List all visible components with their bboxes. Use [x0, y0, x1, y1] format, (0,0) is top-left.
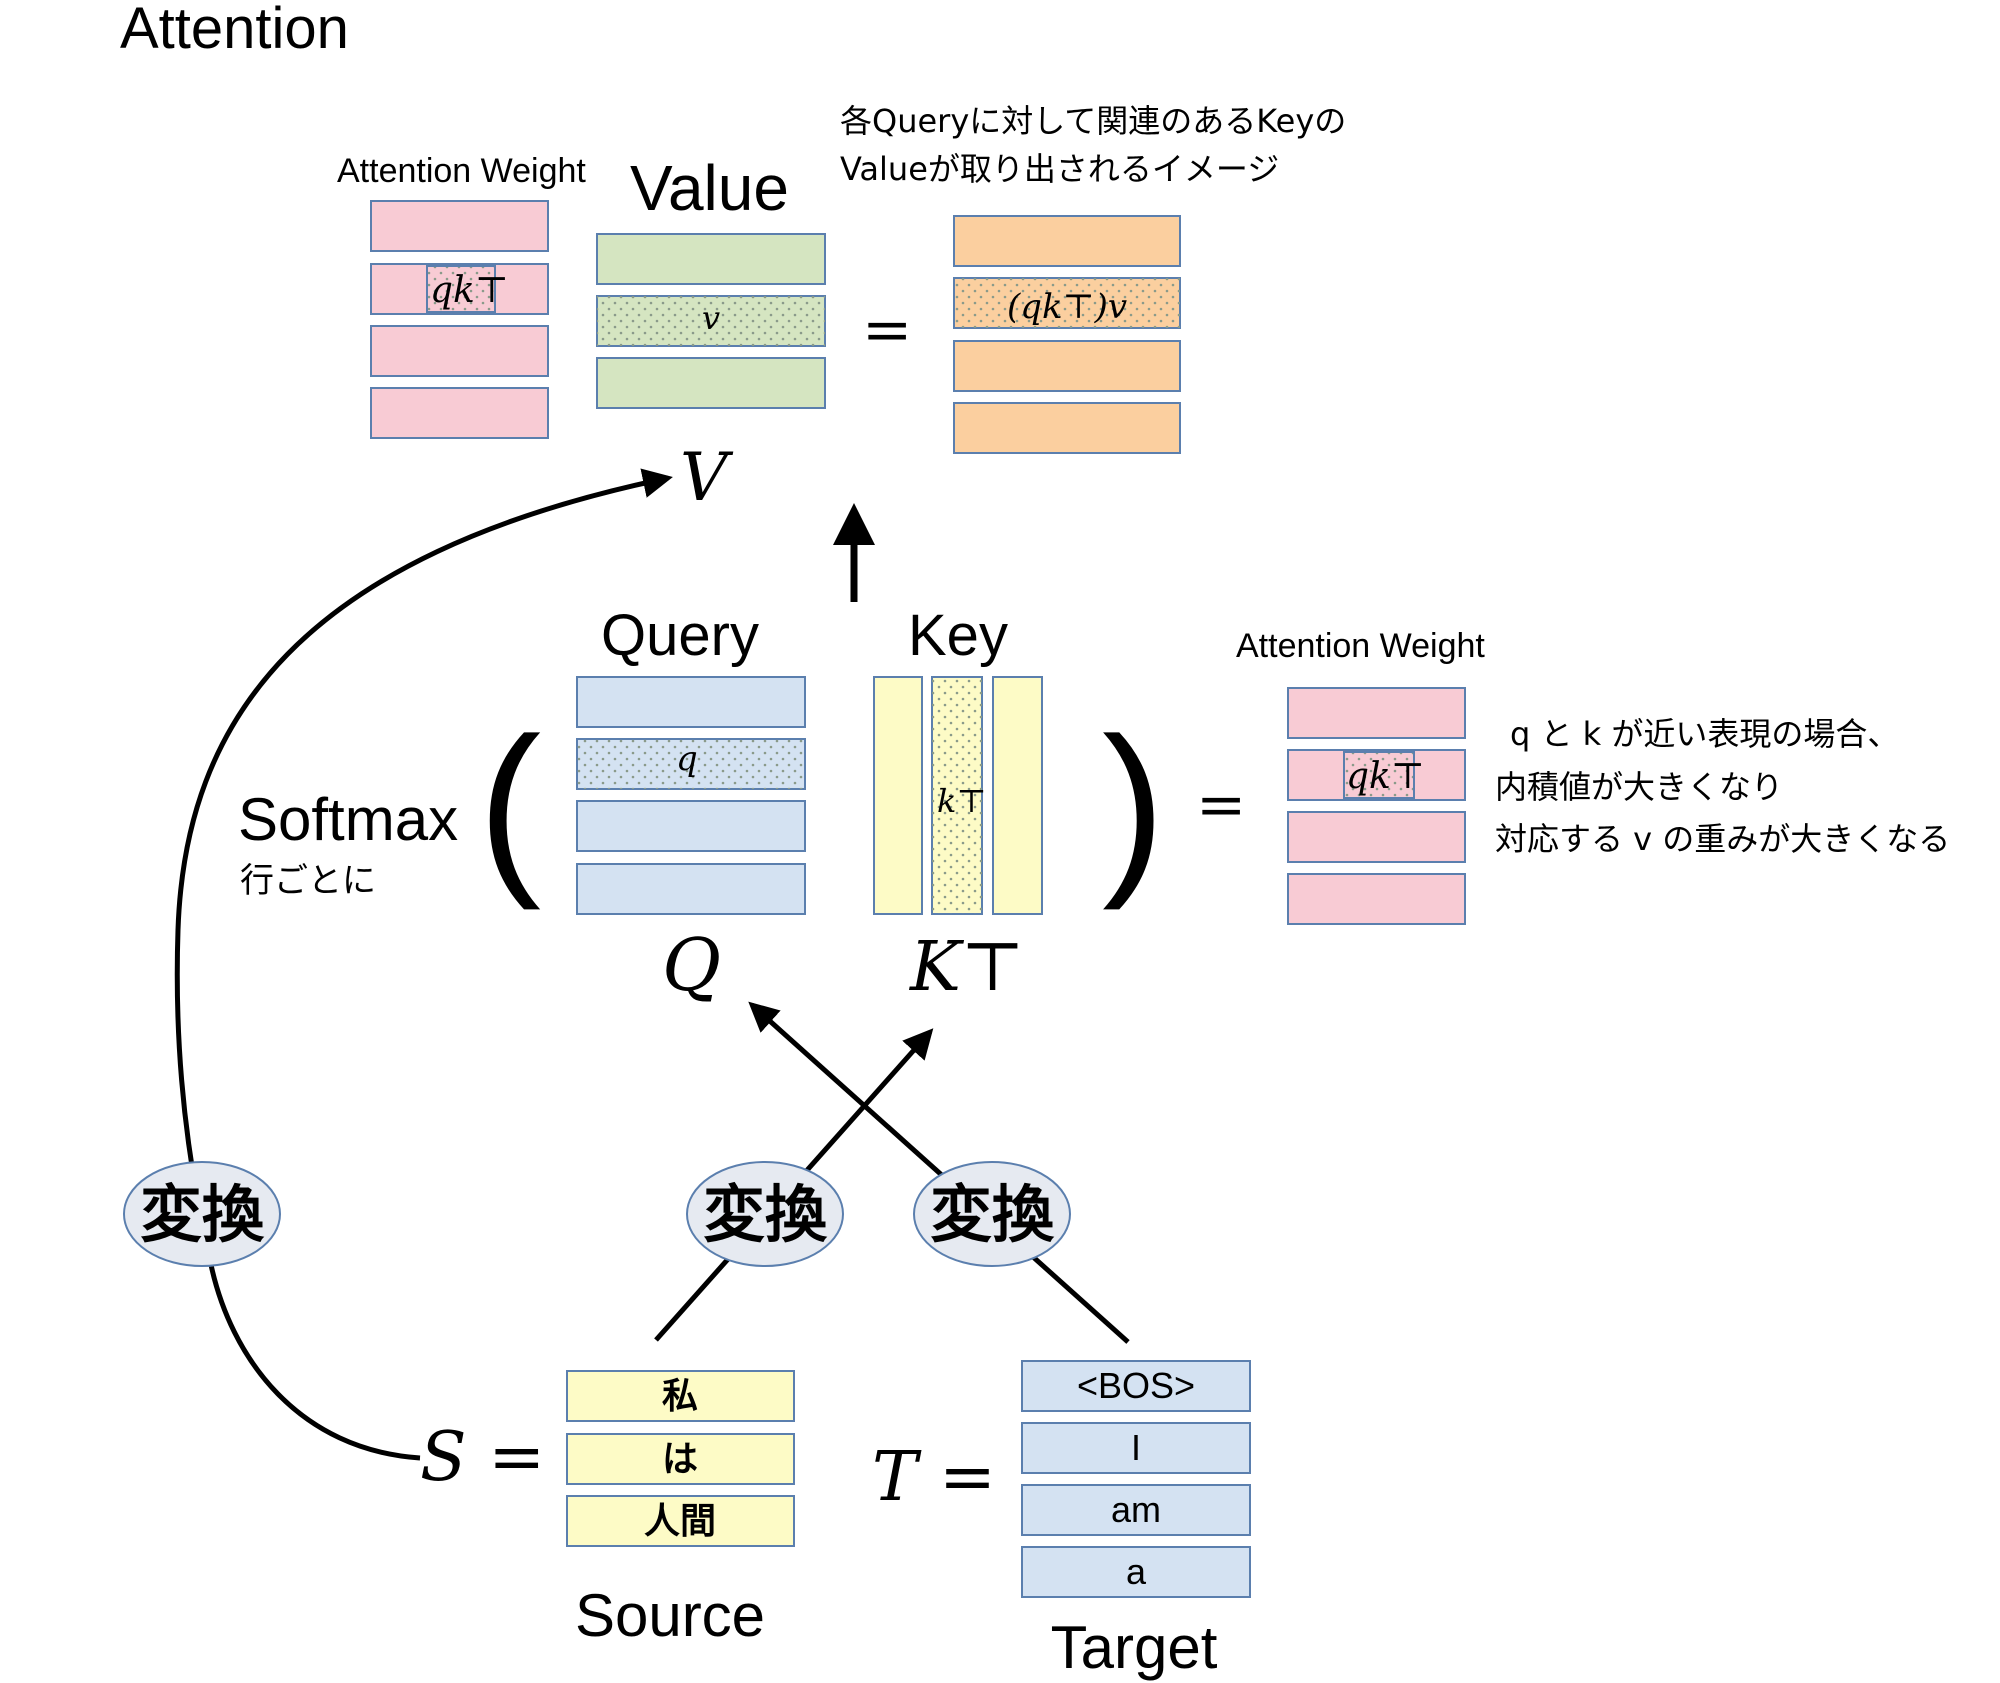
v-symbol: V	[680, 439, 734, 516]
arrow-icon	[748, 1001, 1130, 1344]
output-matrix	[953, 215, 1181, 454]
value-label: Value	[630, 152, 789, 224]
transform-bubble-center: 変換	[686, 1161, 844, 1267]
close-paren: )	[1102, 699, 1165, 911]
target-token: <BOS>	[1077, 1365, 1195, 1406]
softmax-sub-label: 行ごとに	[240, 861, 376, 901]
query-cell-label: q	[676, 739, 698, 779]
top-weight-cell-label: qk⊤	[430, 270, 509, 311]
source-symbol: S =	[420, 1418, 545, 1497]
transform-bubble-right: 変換	[913, 1161, 1071, 1267]
target-token: a	[1126, 1551, 1147, 1592]
target-token: I	[1131, 1427, 1141, 1468]
source-token: は	[662, 1439, 698, 1480]
target-matrix	[1021, 1360, 1251, 1598]
middle-note-line1: q と k が近い表現の場合、	[1510, 715, 1899, 753]
target-token: am	[1111, 1489, 1161, 1530]
key-cell-label: k⊤	[937, 782, 986, 820]
arrow-icon	[174, 468, 673, 1461]
source-label: Source	[575, 1582, 765, 1649]
value-matrix	[596, 233, 826, 409]
middle-note-line2: 内積値が大きくなり	[1495, 768, 1783, 806]
middle-weight-matrix	[1287, 687, 1466, 925]
middle-weight-cell-label: qk⊤	[1346, 756, 1425, 797]
output-cell-label: (qk⊤)v	[1007, 287, 1127, 327]
middle-weight-label: Attention Weight	[1236, 627, 1485, 665]
top-weight-matrix	[370, 200, 549, 439]
k-symbol: K⊤	[908, 928, 1025, 1007]
page-title: Attention	[120, 0, 349, 61]
transform-label: 変換	[703, 1178, 828, 1251]
target-label: Target	[1051, 1614, 1218, 1681]
source-matrix	[566, 1370, 795, 1547]
source-token: 人間	[644, 1501, 716, 1542]
transform-bubble-left: 変換	[123, 1161, 281, 1267]
top-equals: =	[862, 295, 912, 365]
top-note-line2: Valueが取り出されるイメージ	[840, 150, 1279, 188]
open-paren: (	[478, 699, 541, 911]
key-matrix	[873, 676, 1043, 915]
query-matrix	[576, 676, 806, 915]
middle-equals: =	[1196, 770, 1246, 840]
transform-label: 変換	[140, 1178, 265, 1251]
top-weight-label: Attention Weight	[337, 152, 586, 190]
transform-label: 変換	[930, 1178, 1055, 1251]
top-note-line1: 各Queryに対して関連のあるKeyの	[840, 102, 1346, 140]
softmax-label: Softmax	[238, 786, 458, 853]
query-label: Query	[601, 603, 759, 668]
middle-note-line3: 対応する v の重みが大きくなる	[1495, 820, 1950, 858]
source-token: 私	[662, 1376, 698, 1417]
key-label: Key	[908, 603, 1008, 668]
q-symbol: Q	[662, 923, 721, 1007]
value-cell-label: v	[702, 299, 720, 337]
target-symbol: T =	[872, 1438, 996, 1517]
